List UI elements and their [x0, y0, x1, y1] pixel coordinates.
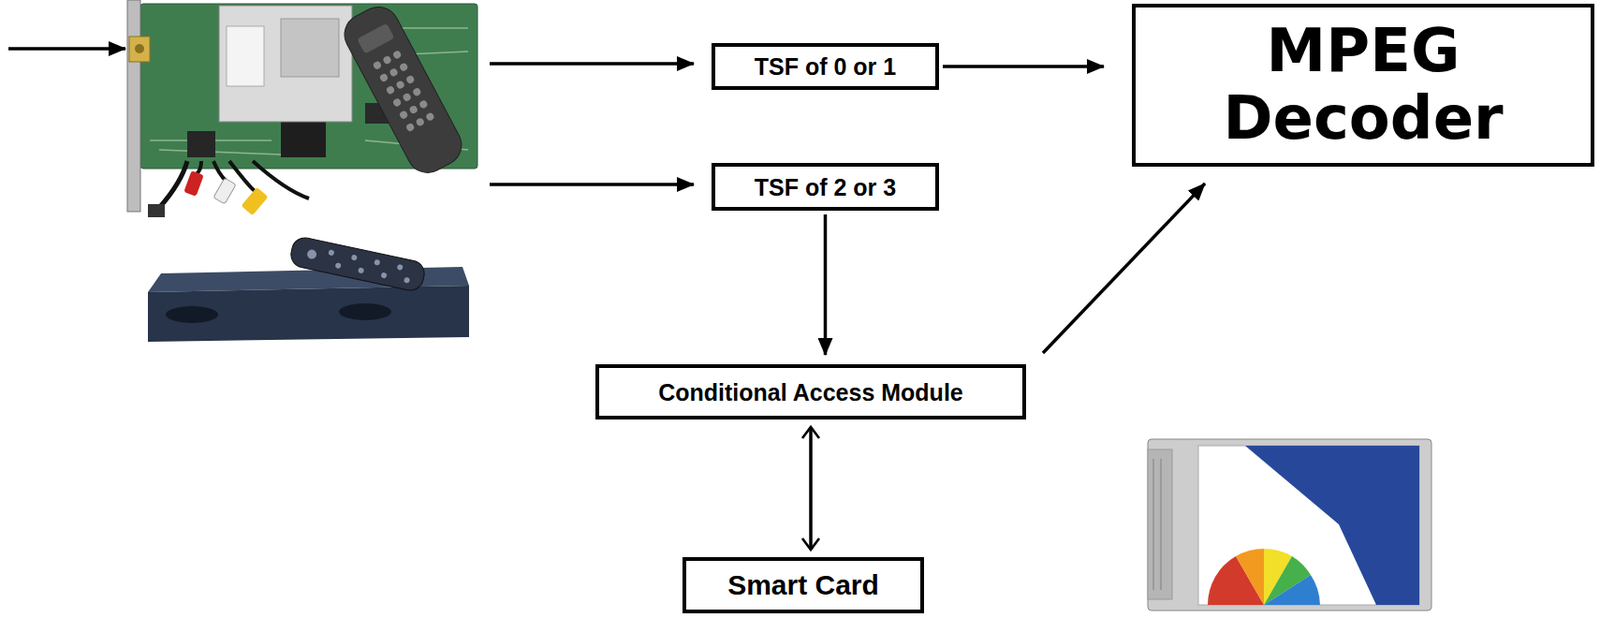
- connector-arrow: [1042, 183, 1205, 353]
- node-label: TSF of 0 or 1: [754, 52, 896, 81]
- decoder-box: MPEG Decoder: [1131, 3, 1595, 167]
- module-box: Conditional Access Module: [595, 364, 1027, 420]
- card-box: Smart Card: [682, 557, 925, 614]
- node-label: Smart Card: [727, 568, 880, 602]
- node-label: MPEG Decoder: [1166, 17, 1560, 152]
- connector-arrow: [808, 426, 813, 550]
- node-label: Conditional Access Module: [658, 378, 964, 407]
- card-output-arrow: [489, 182, 694, 187]
- input-arrow: [8, 46, 126, 51]
- tv-card-picture: [127, 0, 478, 218]
- set-top-box-picture: [147, 234, 470, 342]
- cam-module-picture: [1147, 439, 1432, 611]
- connector-arrow: [823, 214, 828, 355]
- node-label: TSF of 2 or 3: [754, 173, 896, 202]
- card-output-arrow: [489, 61, 694, 66]
- process-box: TSF of 2 or 3: [711, 162, 940, 211]
- connector-arrow: [942, 64, 1104, 69]
- process-box: TSF of 0 or 1: [711, 43, 940, 90]
